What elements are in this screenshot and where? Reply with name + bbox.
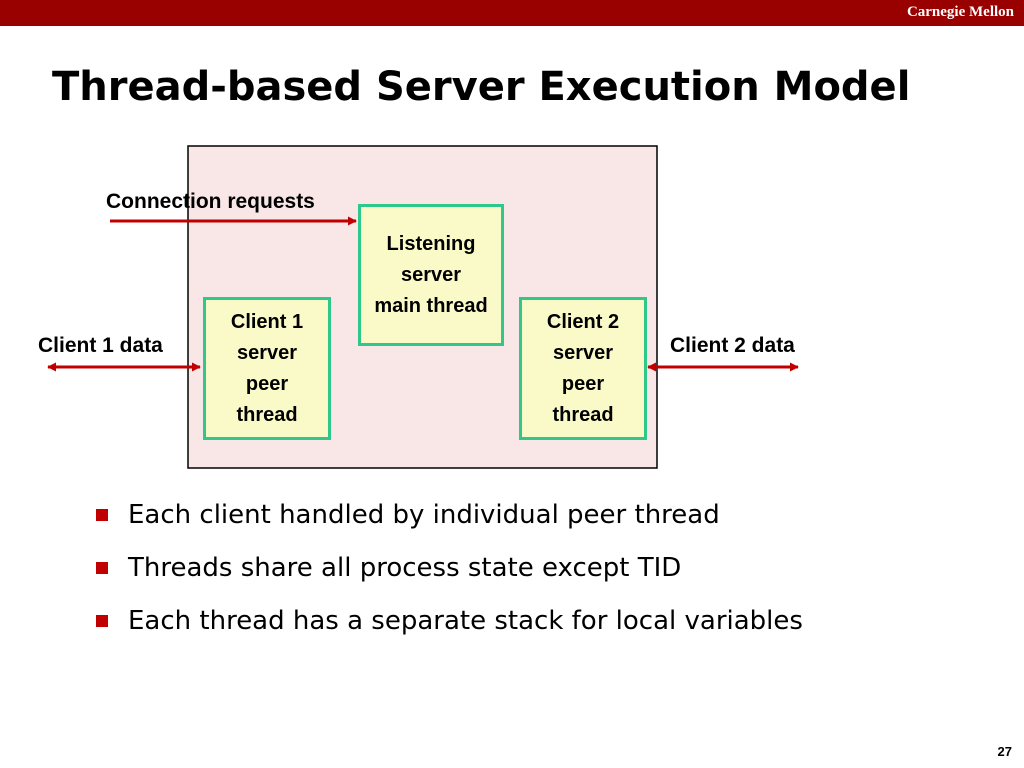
page-number: 27 xyxy=(997,744,1012,759)
square-bullet-icon xyxy=(96,509,108,521)
slide-title: Thread-based Server Execution Model xyxy=(52,64,911,110)
client1-data-label: Client 1 data xyxy=(38,334,163,357)
listening-main-thread-box: Listening server main thread xyxy=(358,204,504,346)
square-bullet-icon xyxy=(96,615,108,627)
bullet-item: Each thread has a separate stack for loc… xyxy=(96,606,803,659)
client1-peer-thread-box: Client 1 server peer thread xyxy=(203,297,331,440)
bullet-text: Each thread has a separate stack for loc… xyxy=(128,606,803,636)
client2-peer-thread-box: Client 2 server peer thread xyxy=(519,297,647,440)
bullet-item: Threads share all process state except T… xyxy=(96,553,803,606)
bullet-list: Each client handled by individual peer t… xyxy=(96,500,803,659)
square-bullet-icon xyxy=(96,562,108,574)
brand-label: Carnegie Mellon xyxy=(906,4,1014,20)
bullet-text: Each client handled by individual peer t… xyxy=(128,500,720,530)
client2-data-label: Client 2 data xyxy=(670,334,795,357)
bullet-item: Each client handled by individual peer t… xyxy=(96,500,803,553)
bullet-text: Threads share all process state except T… xyxy=(128,553,682,583)
header-bar: Carnegie Mellon xyxy=(0,0,1024,26)
connection-requests-label: Connection requests xyxy=(106,190,315,213)
